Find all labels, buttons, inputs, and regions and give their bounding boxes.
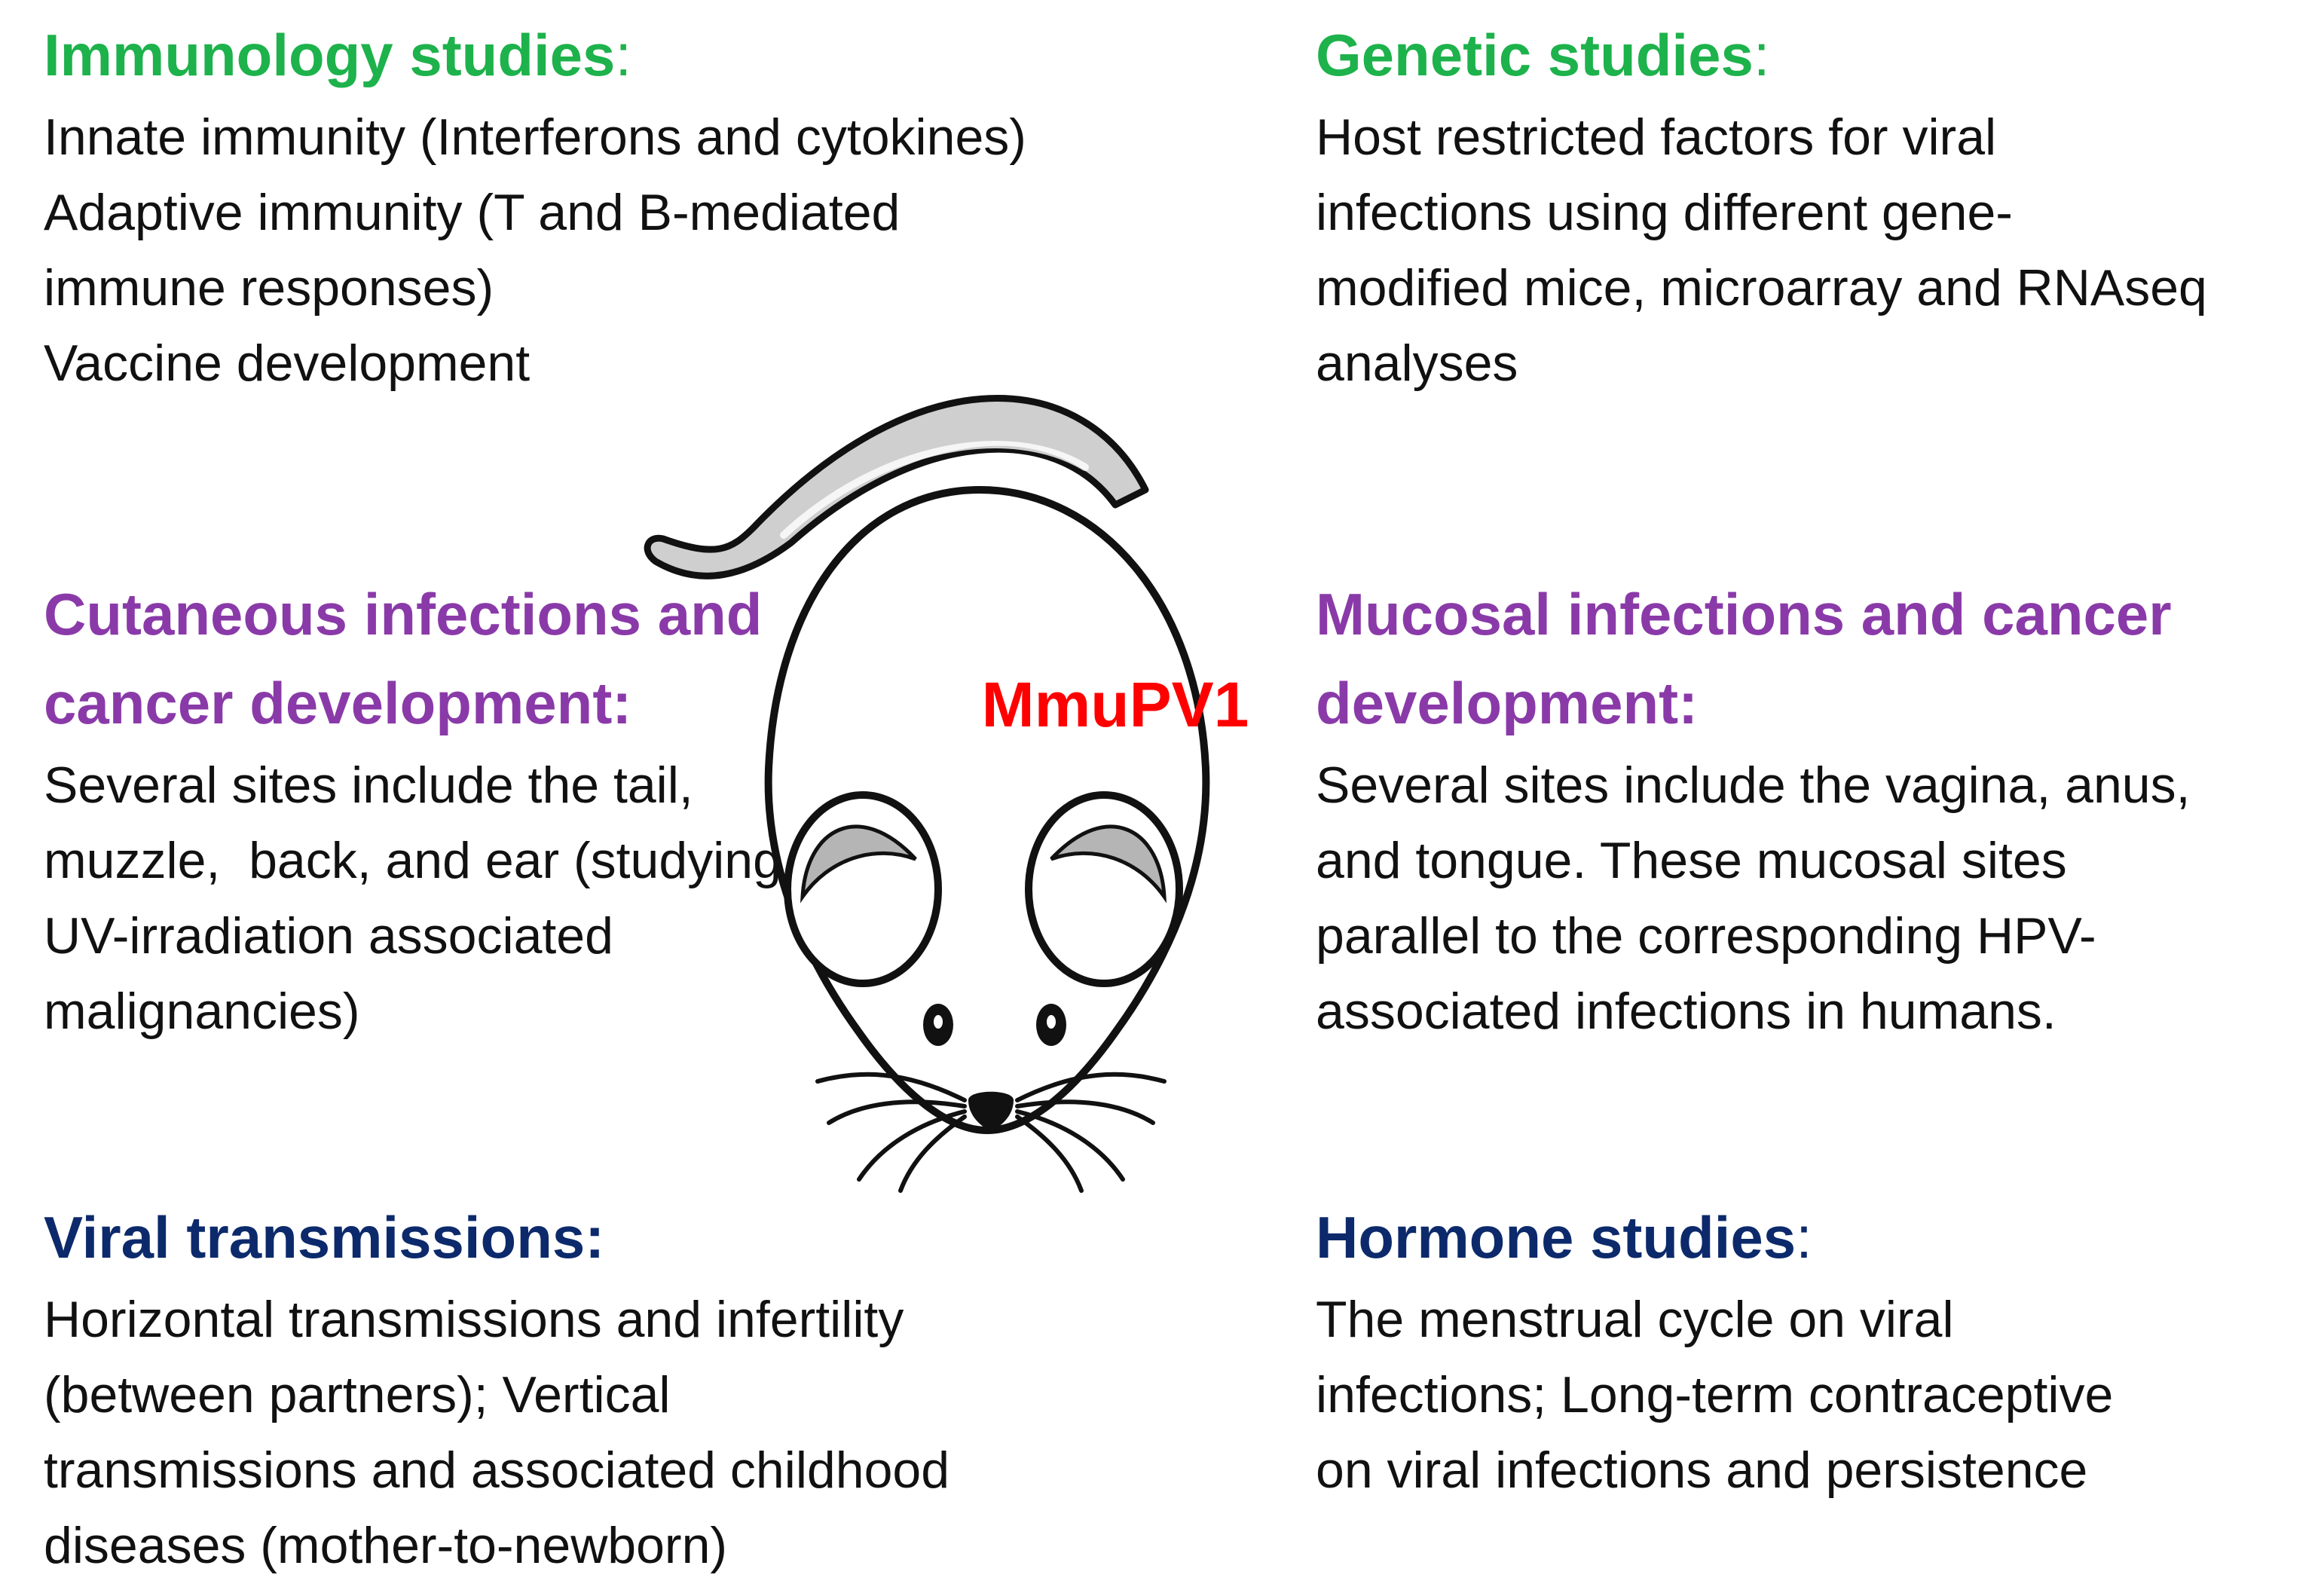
hormone-line-3: on viral infections and persistence — [1316, 1442, 2088, 1499]
cutaneous-line-1: Several sites include the tail, — [44, 757, 693, 814]
cutaneous-line-3: UV-irradiation associated — [44, 907, 613, 965]
center-label: MmuPV1 — [981, 669, 1249, 740]
genetic-line-2: infections using different gene- — [1316, 184, 2013, 241]
cutaneous-heading-line-1: Cutaneous infections and — [44, 581, 763, 647]
immunology-panel: Immunology studies: Innate immunity (Int… — [44, 11, 1026, 401]
immunology-line-1: Innate immunity (Interferons and cytokin… — [44, 109, 1026, 166]
mucosal-line-2: and tongue. These mucosal sites — [1316, 832, 2067, 889]
viral-line-1: Horizontal transmissions and infertility — [44, 1291, 904, 1348]
immunology-line-4: Vaccine development — [44, 335, 531, 392]
genetic-panel: Genetic studies: Host restricted factors… — [1316, 11, 2207, 401]
viral-line-2: (between partners); Vertical — [44, 1366, 671, 1423]
mouse-icon — [644, 395, 1210, 1193]
viral-heading: Viral transmissions: — [44, 1204, 605, 1270]
hormone-title: Hormone studies — [1316, 1204, 1797, 1270]
hormone-panel: Hormone studies: The menstrual cycle on … — [1316, 1193, 2113, 1508]
cutaneous-panel: Cutaneous infections and cancer developm… — [44, 570, 781, 1049]
mouse-whiskers — [815, 1072, 1167, 1193]
mouse-nose — [968, 1091, 1014, 1130]
immunology-line-2: Adaptive immunity (T and B-mediated — [44, 184, 901, 241]
genetic-title: Genetic studies — [1316, 22, 1754, 88]
mucosal-line-1: Several sites include the vagina, anus, — [1316, 757, 2191, 814]
immunology-heading: Immunology studies: — [44, 22, 632, 88]
genetic-line-1: Host restricted factors for viral — [1316, 109, 1997, 166]
viral-transmissions-panel: Viral transmissions: Horizontal transmis… — [44, 1193, 949, 1583]
genetic-heading: Genetic studies: — [1316, 22, 1770, 88]
cutaneous-heading-line-2: cancer development: — [44, 670, 632, 736]
genetic-line-3: modified mice, microarray and RNAseq — [1316, 259, 2207, 316]
hormone-line-2: infections; Long-term contraceptive — [1316, 1366, 2114, 1423]
mucosal-heading-line-2: development: — [1316, 670, 1699, 736]
mucosal-heading-line-1: Mucosal infections and cancer — [1316, 581, 2172, 647]
cutaneous-line-4: malignancies) — [44, 983, 360, 1040]
mucosal-line-4: associated infections in humans. — [1316, 983, 2056, 1040]
genetic-line-4: analyses — [1316, 335, 1518, 392]
immunology-title: Immunology studies — [44, 22, 616, 88]
mucosal-panel: Mucosal infections and cancer developmen… — [1316, 570, 2190, 1049]
cutaneous-line-2: muzzle, back, and ear (studying — [44, 832, 781, 889]
viral-line-4: diseases (mother-to-newborn) — [44, 1517, 728, 1574]
hormone-line-1: The menstrual cycle on viral — [1316, 1291, 1954, 1348]
immunology-line-3: immune responses) — [44, 259, 494, 316]
hormone-heading: Hormone studies: — [1316, 1204, 1812, 1270]
mucosal-line-3: parallel to the corresponding HPV- — [1316, 907, 2096, 965]
viral-line-3: transmissions and associated childhood — [44, 1442, 950, 1499]
